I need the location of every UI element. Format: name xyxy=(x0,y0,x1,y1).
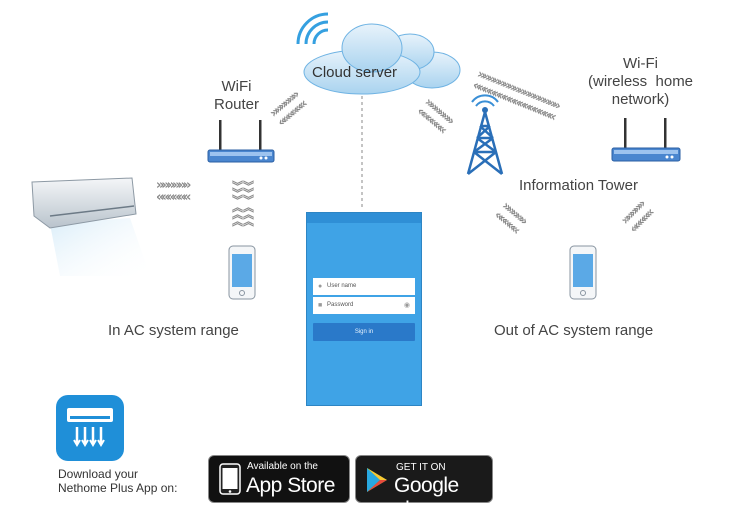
lock-icon: ■ xyxy=(318,302,323,309)
app-store-badge[interactable]: Available on the App Store xyxy=(208,455,350,503)
wifi-home-network-label: Wi-Fi (wireless home network) xyxy=(588,55,694,108)
download-text: Download your Nethome Plus App on: xyxy=(58,467,178,495)
user-icon: ● xyxy=(318,283,323,290)
cloud-icon xyxy=(296,12,461,95)
tower-icon xyxy=(466,94,504,175)
google-play-badge[interactable]: GET IT ON Google play xyxy=(355,455,493,521)
sign-in-button[interactable]: Sign in xyxy=(313,323,415,341)
signal-arrows-wifi-phone: »»»»»««««« xyxy=(618,198,657,237)
username-field[interactable]: ● User name xyxy=(313,278,415,295)
apple-icon xyxy=(219,463,241,495)
password-field[interactable]: ■ Password ◉ xyxy=(313,297,415,314)
air-conditioner-icon xyxy=(31,177,150,276)
signal-arrows-cloud-tower: »»»»»»«««««« xyxy=(413,94,456,137)
in-range-label: In AC system range xyxy=(108,322,239,339)
smartphone-icon xyxy=(228,245,256,300)
status-bar xyxy=(307,213,421,223)
eye-icon[interactable]: ◉ xyxy=(403,302,410,309)
app-login-screen: ● User name ■ Password ◉ Sign in xyxy=(306,212,422,406)
google-play-icon xyxy=(367,468,387,492)
wifi-signal-icon xyxy=(296,12,329,45)
nethome-app-icon[interactable] xyxy=(55,394,125,462)
smartphone-icon xyxy=(569,245,597,300)
information-tower-label: Information Tower xyxy=(519,177,638,194)
out-of-range-label: Out of AC system range xyxy=(494,322,654,339)
signal-arrows-ac-router: »»»»»»«««««« xyxy=(156,178,191,205)
router-icon xyxy=(207,120,275,163)
router-icon xyxy=(611,118,681,162)
cloud-server-label: Cloud server xyxy=(312,64,398,81)
signal-arrows-tower-phone: »»»»»««««« xyxy=(490,198,529,237)
wifi-router-label: WiFi Router xyxy=(214,78,260,113)
connection-line xyxy=(361,96,363,208)
signal-arrows-router-phone: ︾︾︾︾︾︾︽︽︽︽︽︽ xyxy=(232,180,254,228)
